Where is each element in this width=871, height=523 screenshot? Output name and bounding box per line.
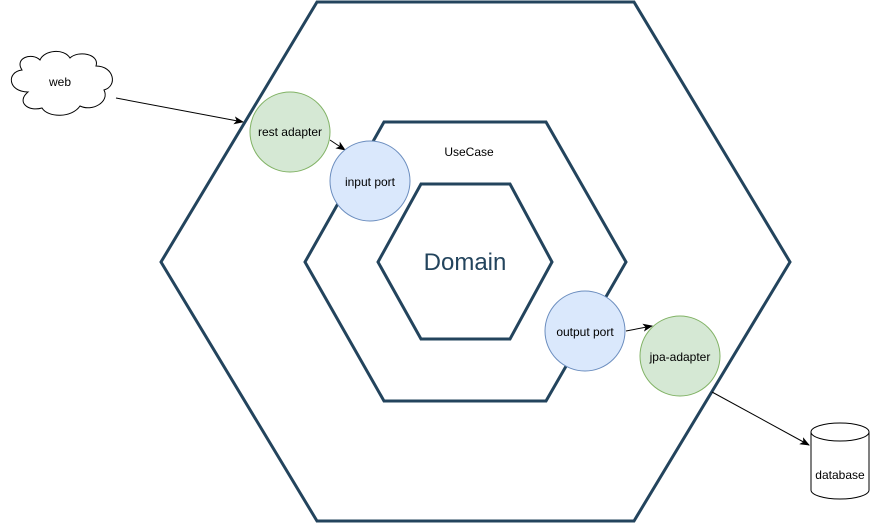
rest-adapter-label: rest adapter (258, 125, 322, 139)
usecase-label: UseCase (444, 145, 494, 159)
web-node: web (11, 51, 113, 116)
cloud-icon (11, 51, 113, 116)
input-port-node: input port (329, 140, 411, 222)
rest-adapter-circle (249, 91, 331, 173)
domain-label: Domain (424, 249, 507, 276)
database-node: database (810, 422, 870, 500)
edge-output-port-to-jpa-adapter (625, 323, 653, 332)
database-top (810, 422, 870, 442)
database-icon (810, 432, 870, 500)
jpa-adapter-circle (639, 315, 721, 397)
jpa-adapter-node: jpa-adapter (639, 315, 721, 397)
jpa-adapter-label: jpa-adapter (649, 350, 711, 364)
edge-jpa-adapter-to-database (711, 391, 810, 446)
domain-hexagon (376, 182, 554, 341)
output-port-node: output port (544, 290, 626, 372)
edge-web-to-rest-adapter (115, 97, 244, 125)
input-port-label: input port (345, 175, 396, 189)
database-label: database (815, 468, 865, 482)
rest-adapter-node: rest adapter (249, 91, 331, 173)
output-port-label: output port (556, 325, 614, 339)
edge-rest-adapter-to-input-port (329, 139, 346, 151)
web-label: web (48, 75, 71, 89)
input-port-circle (329, 140, 411, 222)
output-port-circle (544, 290, 626, 372)
